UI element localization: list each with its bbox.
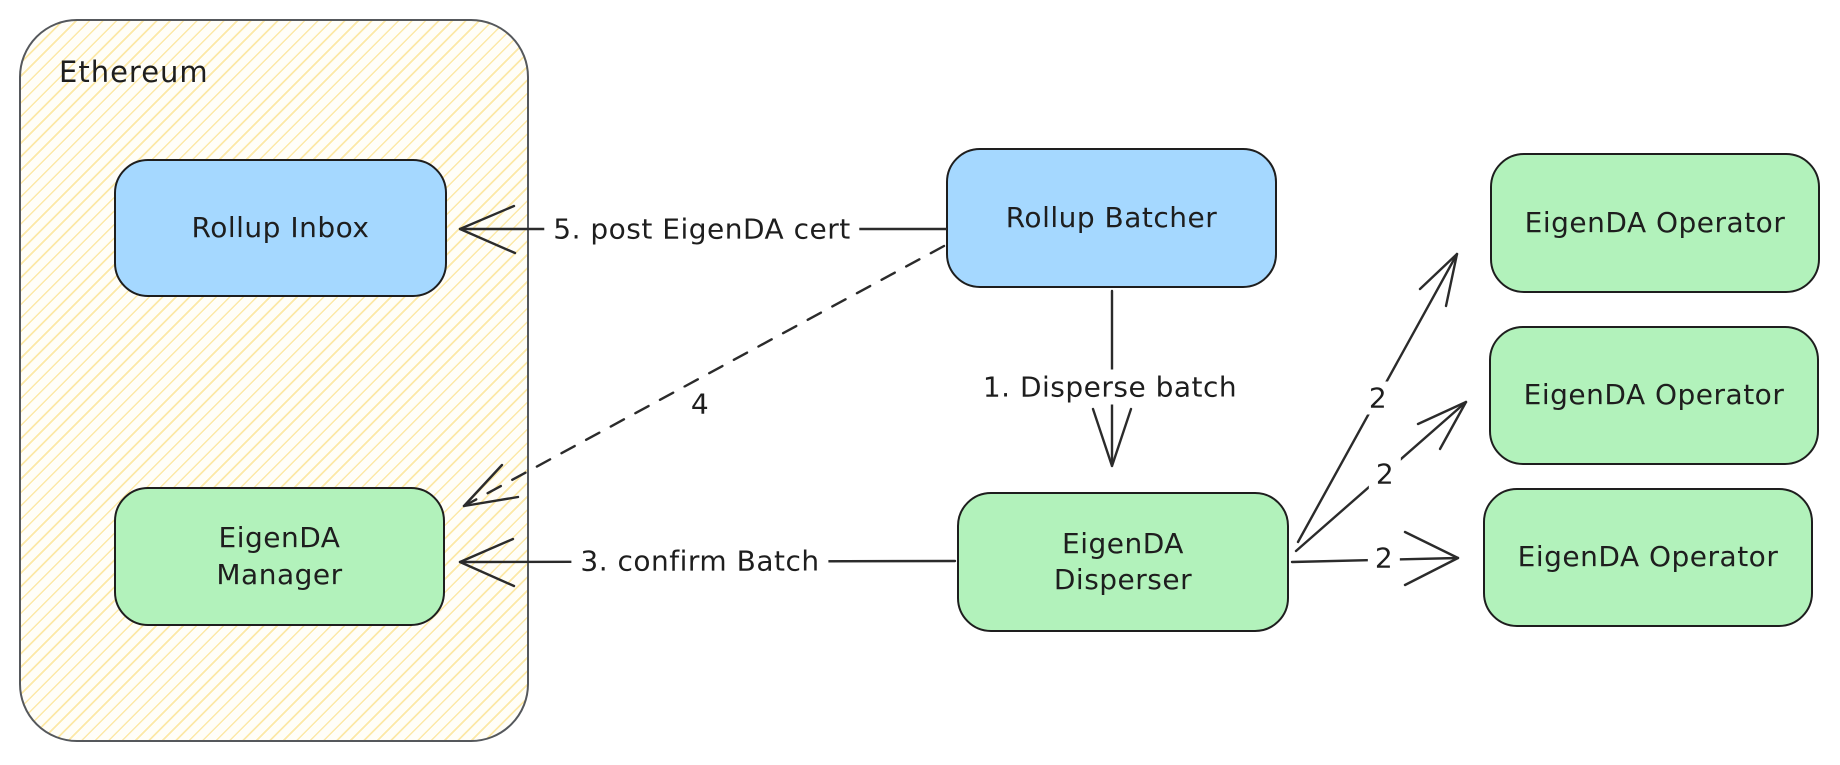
dashed-cert-arrow-line: [462, 244, 946, 508]
shard-3-label: 2: [1367, 541, 1401, 575]
eigenda-operator-2-label: EigenDA Operator: [1523, 378, 1785, 412]
shard-1-arrow-head: [1418, 252, 1459, 308]
node-eigenda-operator-3: EigenDA Operator: [1483, 488, 1813, 627]
shard-3-arrow-head: [1403, 530, 1460, 587]
disperse-batch-label: 1. Disperse batch: [973, 369, 1247, 405]
eigenda-disperser-label: EigenDA Disperser: [1053, 526, 1193, 596]
shard-2-arrow-head: [1416, 400, 1468, 451]
node-eigenda-operator-2: EigenDA Operator: [1489, 326, 1819, 465]
node-eigenda-operator-1: EigenDA Operator: [1490, 153, 1820, 293]
ethereum-label: Ethereum: [59, 55, 209, 89]
ethereum-container: Ethereum: [19, 19, 529, 742]
eigenda-operator-1-label: EigenDA Operator: [1524, 205, 1786, 239]
rollup-batcher-label: Rollup Batcher: [1005, 200, 1218, 234]
shard-1-label: 2: [1361, 381, 1395, 415]
post-cert-label: 5. post EigenDA cert: [544, 211, 860, 247]
node-rollup-inbox: Rollup Inbox: [114, 159, 447, 297]
node-eigenda-manager: EigenDA Manager: [114, 487, 445, 626]
dashed-cert-label: 4: [683, 387, 717, 421]
rollup-inbox-label: Rollup Inbox: [191, 210, 370, 244]
confirm-batch-label: 3. confirm Batch: [571, 543, 829, 579]
node-eigenda-disperser: EigenDA Disperser: [957, 492, 1289, 632]
shard-2-label: 2: [1368, 457, 1402, 491]
node-rollup-batcher: Rollup Batcher: [946, 148, 1277, 288]
eigenda-manager-label: EigenDA Manager: [216, 521, 343, 591]
disperse-batch-arrow-head: [1091, 407, 1133, 468]
eigenda-operator-3-label: EigenDA Operator: [1517, 540, 1779, 574]
